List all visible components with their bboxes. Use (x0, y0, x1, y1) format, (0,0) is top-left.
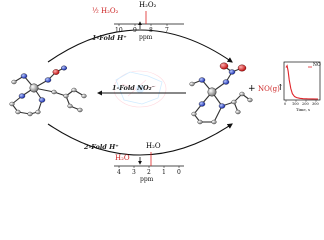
inset-x-tick-100: 100 (292, 102, 299, 106)
top-tick-9: 9 (133, 27, 137, 34)
label-one-fold-h: 1-Fold H⁺ (92, 34, 127, 42)
bottom-tick-4: 4 (117, 169, 121, 176)
inset-x-tick-200: 200 (302, 102, 309, 106)
arrow-bottom-curve (47, 123, 233, 156)
top-tick-10: 10 (115, 27, 123, 34)
background-molecule-sketch (113, 70, 167, 108)
left-complex-structure (9, 65, 87, 117)
top-tick-8: 8 (149, 27, 153, 34)
top-axis-label: ppm (139, 34, 153, 41)
gas-evolution-arrow: ↑ (277, 83, 284, 92)
arrow-top-curve (47, 29, 233, 63)
figure-canvas: 1-Fold H⁺ 1-Fold NO₂⁻ 2-Fold H⁺ H₂O₂ ½ H… (9, 1, 321, 183)
bottom-axis-label: ppm (140, 176, 154, 183)
plus-sign: + (248, 84, 256, 94)
bottom-spectrum-side-label: H₂O (115, 154, 130, 162)
inset-x-axis-label: Time, s (296, 107, 310, 112)
label-two-fold-h: 2-Fold H⁺ (84, 143, 119, 151)
inset-chart-frame (283, 61, 321, 101)
bottom-spectrum-peak-label: H₂O (146, 142, 161, 150)
top-tick-7: 7 (165, 27, 169, 34)
inset-x-tick-300: 300 (312, 102, 319, 106)
right-complex-structure (189, 62, 253, 125)
top-nmr-spectrum (114, 11, 184, 26)
product-no-gas: NO(g) (258, 85, 280, 93)
top-spectrum-peak-label: H₂O₂ (139, 1, 157, 9)
inset-chart-series-no (285, 64, 319, 100)
bottom-nmr-spectrum (114, 152, 184, 168)
inset-x-tick-0: 0 (284, 102, 287, 106)
label-one-fold-nitrite: 1-Fold NO₂⁻ (112, 84, 155, 92)
diagram-svg (9, 11, 321, 168)
bottom-tick-0: 0 (177, 169, 181, 176)
bottom-tick-1: 1 (162, 169, 166, 176)
inset-chart (283, 61, 321, 102)
bottom-tick-2: 2 (147, 169, 151, 176)
bottom-tick-3: 3 (132, 169, 136, 176)
top-spectrum-side-label: ½ H₂O₂ (92, 7, 119, 15)
inset-legend-label: NO (313, 63, 321, 68)
